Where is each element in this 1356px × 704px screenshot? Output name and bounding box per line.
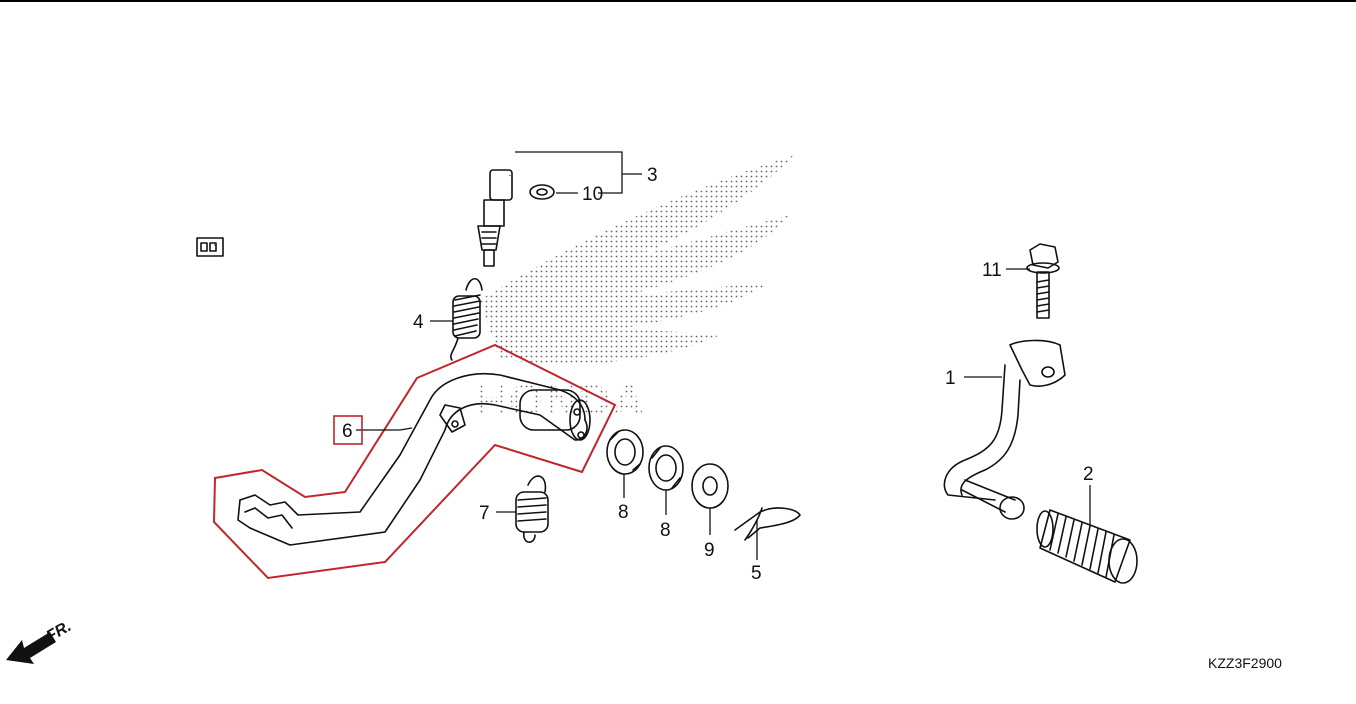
- diagram-code: KZZ3F2900: [1208, 655, 1282, 671]
- oil-seal-2: [648, 445, 684, 491]
- return-spring: [515, 475, 549, 543]
- callout-4: 4: [413, 312, 424, 333]
- callout-6: 6: [342, 421, 353, 442]
- brake-pedal-highlight: [212, 343, 617, 580]
- callout-10: 10: [582, 184, 603, 205]
- flange-bolt: [1026, 243, 1060, 319]
- leader-lines: [356, 151, 1091, 560]
- top-border: [0, 0, 1356, 2]
- honda-wing-watermark: HONDA: [475, 155, 795, 425]
- switch-clip: [529, 184, 555, 200]
- callout-9: 9: [704, 540, 715, 561]
- step-arm: [943, 339, 1066, 520]
- brake-pedal: [237, 372, 591, 546]
- callout-3: 3: [647, 165, 658, 186]
- callout-6-box: [333, 415, 363, 445]
- callout-2: 2: [1083, 464, 1094, 485]
- footpeg-rubber: [1036, 509, 1138, 584]
- stop-switch-harness: [196, 116, 518, 267]
- callout-11: 11: [982, 260, 1002, 281]
- switch-spring: [450, 277, 483, 361]
- front-direction-arrow: FR.: [6, 618, 74, 664]
- oil-seal-1: [606, 429, 644, 475]
- callout-5: 5: [751, 563, 762, 584]
- callout-1: 1: [945, 368, 956, 389]
- callout-7: 7: [479, 503, 490, 524]
- honda-watermark-text: HONDA: [475, 376, 646, 425]
- cotter-pin: [734, 507, 801, 541]
- callout-8a: 8: [618, 502, 629, 523]
- callout-8b: 8: [660, 520, 671, 541]
- washer: [691, 463, 729, 509]
